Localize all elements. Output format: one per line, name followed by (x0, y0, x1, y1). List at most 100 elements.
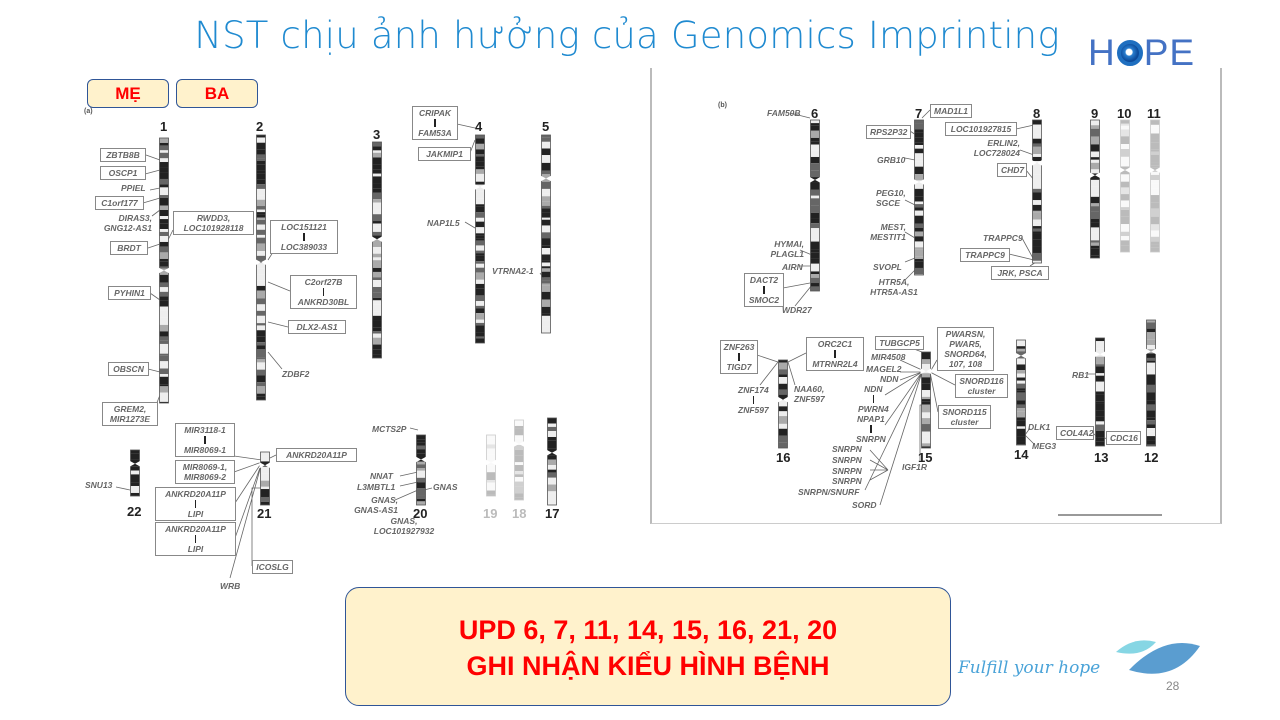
chromosome-number: 8 (1033, 106, 1041, 121)
chromosome-band (541, 225, 551, 229)
chromosome-band (1090, 157, 1100, 160)
chromosome-band (159, 219, 169, 224)
chromosome-band (256, 199, 266, 207)
chromosome-band (475, 166, 485, 170)
chromosome-band (1032, 143, 1042, 147)
gene-label: SORD (852, 500, 877, 510)
chromosome-band (1150, 139, 1160, 143)
chromosome-band (1150, 171, 1160, 175)
chromosome-band (159, 282, 169, 288)
chromosome-band (1120, 207, 1130, 210)
chromosome-band (475, 332, 485, 337)
chromosome-band (541, 193, 551, 197)
chromosome-band (256, 375, 266, 383)
chromosome-outline (914, 119, 924, 276)
chromosome-number: 7 (915, 106, 923, 121)
chromosome-band (372, 221, 382, 224)
chromosome-number: 6 (811, 106, 819, 121)
chromosome-band (256, 173, 266, 180)
chromosome-band (1150, 202, 1160, 209)
range-start: ANKRD20A11P (165, 489, 226, 499)
centromere (415, 456, 427, 463)
chromosome-band (547, 448, 557, 456)
chromosome-band (159, 350, 169, 354)
chromosome-band (1120, 200, 1130, 208)
chromosome-band (778, 400, 788, 407)
chromosome-band (159, 142, 169, 146)
chromosome-band (486, 482, 496, 491)
chromosome-band (1016, 408, 1026, 412)
chromosome-band (914, 158, 924, 162)
chromosome-band (372, 327, 382, 332)
chromosome-band (1016, 441, 1026, 445)
chromosome-band (475, 135, 485, 139)
chromosome-band (475, 181, 485, 185)
gene-label: CDC16 (1106, 431, 1141, 445)
chromosome-band (1120, 120, 1130, 124)
chromosome-band (1150, 149, 1160, 152)
gene-label: DLX2-AS1 (288, 320, 346, 334)
gene-label: OBSCN (108, 362, 149, 376)
chromosome-band (1032, 204, 1042, 211)
chromosome-band (1090, 242, 1100, 246)
gene-label: ZDBF2 (282, 369, 310, 379)
chromosome-band (260, 489, 270, 497)
chromosome-band (778, 406, 788, 412)
chromosome-band (1095, 391, 1105, 395)
chromosome-band (1016, 346, 1026, 349)
chromosome-band (256, 255, 266, 264)
chromosome-band (1032, 188, 1042, 193)
chromosome-band (256, 137, 266, 143)
centromere (474, 184, 486, 190)
chromosome-band (475, 313, 485, 320)
chromosome-band (1090, 128, 1100, 137)
chromosome-band (372, 152, 382, 158)
chromosome-band (256, 217, 266, 220)
centromere (1031, 159, 1043, 166)
chromosome-band (547, 503, 557, 505)
chromosome-band (256, 323, 266, 326)
chromosome-band (541, 280, 551, 284)
chromosome-band (914, 267, 924, 275)
chromosome-band (914, 137, 924, 143)
chromosome-band (1120, 240, 1130, 246)
chromosome-band (1016, 370, 1026, 374)
chromosome-band (1150, 244, 1160, 248)
chromosome-band (416, 449, 426, 454)
chromosome-band (1032, 222, 1042, 227)
gene-label: RPS2P32 (866, 125, 911, 139)
chromosome-band (130, 492, 140, 496)
chromosome-band (475, 204, 485, 207)
chromosome-band (547, 493, 557, 498)
chromosome-band (541, 238, 551, 246)
gene-label: CHD7 (997, 163, 1027, 177)
chromosome-band (1146, 417, 1156, 421)
range-end: TIGD7 (726, 362, 752, 372)
mother-tag: MẸ (87, 79, 169, 108)
chromosome-outline (260, 451, 270, 506)
chromosome-outline (475, 134, 485, 344)
chromosome-band (547, 477, 557, 485)
chromosome-band (1095, 437, 1105, 442)
chromosome-band (1032, 182, 1042, 189)
chromosome-band (159, 231, 169, 237)
chromosome-band (914, 145, 924, 149)
gene-label: GREM2, MIR1273E (102, 402, 158, 426)
chromosome-band (1032, 226, 1042, 229)
chromosome-band (541, 260, 551, 263)
chromosome-band (1032, 164, 1042, 170)
chromosome-band (372, 311, 382, 316)
chromosome-band (256, 274, 266, 281)
chromosome-band (416, 439, 426, 443)
chromosome (1089, 119, 1101, 259)
chromosome-band (547, 459, 557, 466)
gene-label: OSCP1 (100, 166, 146, 180)
chromosome-band (486, 448, 496, 455)
chromosome-band (541, 205, 551, 209)
chromosome-band (914, 180, 924, 183)
chromosome-band (256, 251, 266, 256)
chromosome-band (921, 396, 931, 400)
chromosome-band (159, 236, 169, 239)
chromosome-outline (1120, 119, 1130, 253)
